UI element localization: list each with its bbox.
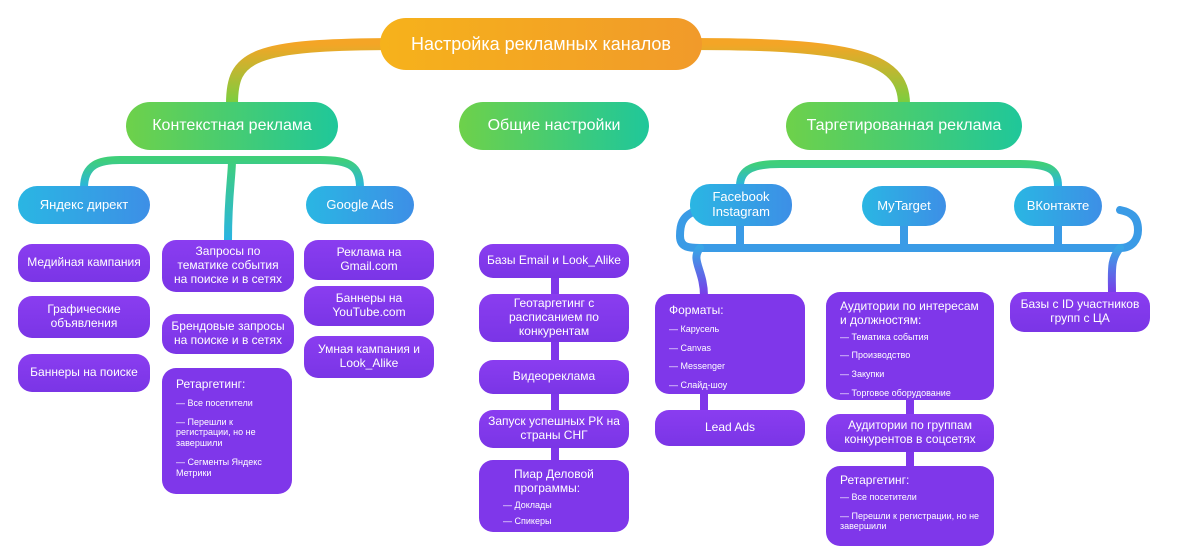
yandex-direct-node: Яндекс директ [18, 186, 150, 224]
facebook-instagram-node: Facebook Instagram [690, 184, 792, 226]
branch-context-label: Контекстная реклама [152, 116, 312, 134]
mytarget-competitor-groups-label: Аудитории по группам конкурентов в соцсе… [844, 418, 976, 446]
facebook-instagram-label: Facebook Instagram [712, 189, 770, 219]
list-item: Перешли к регистрации, но не завершили [840, 511, 980, 533]
mytarget-retargeting-box: Ретаргетинг: Все посетители Перешли к ре… [826, 466, 994, 546]
facebook-formats-box: Форматы: Карусель Canvas Messenger Слайд… [655, 294, 805, 394]
yandex-graphic-ads-label: Графические объявления [47, 302, 121, 330]
topic-queries-label: Запросы по тематике события на поиске и … [174, 244, 282, 286]
yandex-graphic-ads: Графические объявления [18, 296, 150, 338]
general-pr-title: Пиар Деловой программы: [514, 467, 594, 495]
yandex-direct-label: Яндекс директ [39, 196, 129, 212]
list-item: Производство [840, 350, 951, 361]
google-gmail-ads-label: Реклама на Gmail.com [336, 245, 402, 273]
vk-group-id-bases-label: Базы с ID участников групп с ЦА [1020, 297, 1140, 325]
general-geotargeting-label: Геотаргетинг с расписанием по конкурента… [509, 296, 599, 338]
root-label: Настройка рекламных каналов [411, 33, 671, 54]
vkontakte-label: ВКонтакте [1026, 197, 1090, 213]
mytarget-audiences-box: Аудитории по интересам и должностям: Тем… [826, 292, 994, 400]
yandex-media-campaign: Медийная кампания [18, 244, 150, 282]
general-video-ads-label: Видеореклама [512, 369, 596, 384]
google-ads-node: Google Ads [306, 186, 414, 224]
context-retargeting-title: Ретаргетинг: [176, 377, 246, 391]
mytarget-competitor-groups: Аудитории по группам конкурентов в соцсе… [826, 414, 994, 452]
google-youtube-banners-label: Баннеры на YouTube.com [332, 291, 406, 319]
branch-targeted-label: Таргетированная реклама [806, 116, 1002, 134]
vk-group-id-bases: Базы с ID участников групп с ЦА [1010, 292, 1150, 332]
facebook-formats-list: Карусель Canvas Messenger Слайд-шоу [669, 324, 728, 399]
branch-general-settings: Общие настройки [459, 102, 649, 150]
mytarget-label: MyTarget [877, 197, 931, 213]
google-ads-label: Google Ads [326, 196, 394, 212]
general-geotargeting: Геотаргетинг с расписанием по конкурента… [479, 294, 629, 342]
yandex-search-banners: Баннеры на поиске [18, 354, 150, 392]
mytarget-audiences-list: Тематика события Производство Закупки То… [840, 332, 951, 399]
list-item: Карусель [669, 324, 727, 335]
branch-general-label: Общие настройки [487, 116, 621, 134]
general-email-bases: Базы Email и Look_Alike [479, 244, 629, 278]
branch-context-ads: Контекстная реклама [126, 102, 338, 150]
general-pr-list: Доклады Спикеры [503, 500, 552, 536]
yandex-media-campaign-label: Медийная кампания [27, 255, 141, 270]
mytarget-audiences-title: Аудитории по интересам и должностям: [840, 299, 979, 327]
list-item: Слайд-шоу [669, 380, 728, 391]
general-pr-box: Пиар Деловой программы: Доклады Спикеры [479, 460, 629, 532]
list-item: Тематика события [840, 332, 951, 343]
list-item: Доклады [503, 500, 552, 511]
branch-targeted-ads: Таргетированная реклама [786, 102, 1022, 150]
google-youtube-banners: Баннеры на YouTube.com [304, 286, 434, 326]
google-smart-campaign: Умная кампания и Look_Alike [304, 336, 434, 378]
list-item: Messenger [669, 361, 727, 372]
google-gmail-ads: Реклама на Gmail.com [304, 240, 434, 280]
mytarget-retargeting-list: Все посетители Перешли к регистрации, но… [840, 492, 980, 532]
list-item: Перешли к регистрации, но не завершили [176, 417, 278, 449]
brand-queries-node: Брендовые запросы на поиске и в сетях [162, 314, 294, 354]
list-item: Canvas [669, 343, 727, 354]
list-item: Закупки [840, 369, 951, 380]
topic-queries-node: Запросы по тематике события на поиске и … [162, 240, 294, 292]
general-email-bases-label: Базы Email и Look_Alike [487, 253, 621, 268]
facebook-formats-title: Форматы: [669, 303, 724, 317]
root-node: Настройка рекламных каналов [380, 18, 702, 70]
mytarget-retargeting-title: Ретаргетинг: [840, 473, 910, 487]
context-retargeting-list: Все посетители Перешли к регистрации, но… [176, 398, 278, 487]
list-item: Все посетители [840, 492, 980, 503]
list-item: Спикеры [503, 516, 552, 527]
context-retargeting-box: Ретаргетинг: Все посетители Перешли к ре… [162, 368, 292, 494]
yandex-search-banners-label: Баннеры на поиске [30, 365, 138, 380]
general-cis-launch-label: Запуск успешных РК на страны СНГ [488, 414, 620, 442]
general-cis-launch: Запуск успешных РК на страны СНГ [479, 410, 629, 448]
general-video-ads: Видеореклама [479, 360, 629, 394]
google-smart-campaign-label: Умная кампания и Look_Alike [318, 342, 420, 370]
mytarget-node: MyTarget [862, 186, 946, 226]
brand-queries-label: Брендовые запросы на поиске и в сетях [171, 319, 285, 347]
facebook-lead-ads-label: Lead Ads [704, 420, 756, 435]
list-item: Все посетители [176, 398, 278, 409]
list-item: Торговое оборудование [840, 388, 951, 399]
list-item: Сегменты Яндекс Метрики [176, 457, 278, 479]
vkontakte-node: ВКонтакте [1014, 186, 1102, 226]
facebook-lead-ads: Lead Ads [655, 410, 805, 446]
